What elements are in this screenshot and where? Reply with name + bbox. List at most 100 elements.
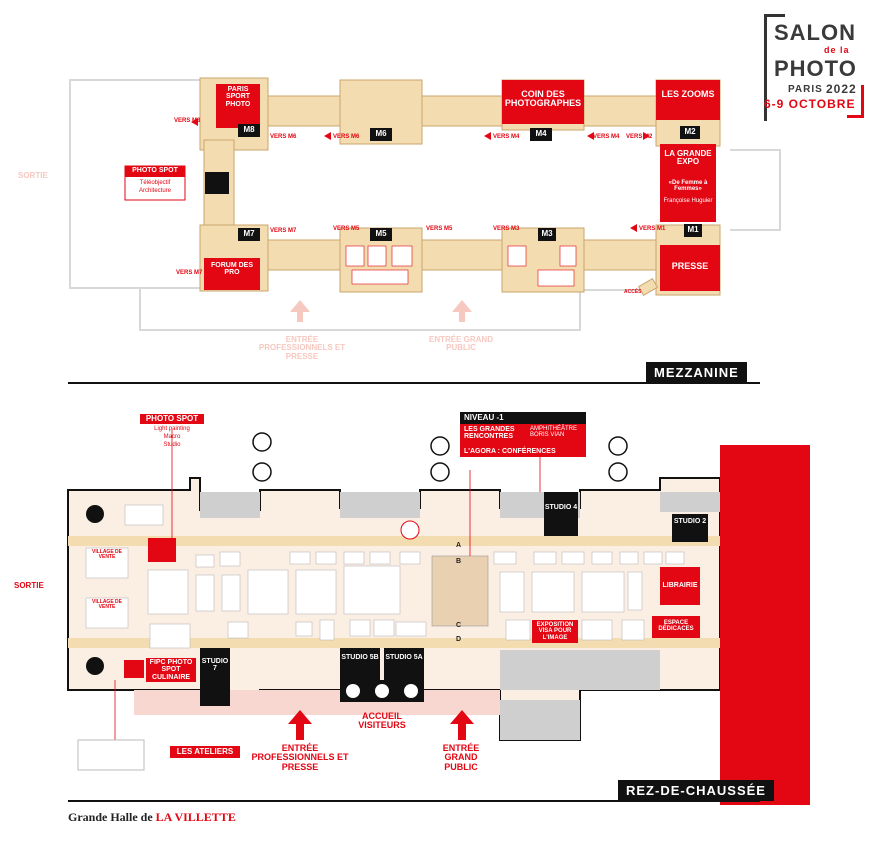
first-aid-icon	[400, 520, 420, 540]
paris-sport-photo: PARIS SPORT PHOTO	[225, 86, 251, 108]
ground-red-wall	[720, 445, 810, 805]
module-m5: M5	[375, 229, 387, 238]
ground-camera-box	[148, 538, 176, 562]
studio-5a: STUDIO 5A	[385, 654, 423, 661]
mezz-outline-left	[69, 79, 200, 289]
mezz-walkways	[199, 77, 721, 296]
logo-dela: de la	[824, 45, 850, 55]
les-zooms: LES ZOOMS	[661, 89, 715, 99]
mezz-camera-box	[205, 172, 229, 194]
mezz-outline-bottom	[139, 288, 650, 331]
exposition-visa: EXPOSITION VISA POUR L'IMAGE	[532, 620, 578, 643]
ground-entree-public: ENTRÉE GRAND PUBLIC	[442, 743, 480, 772]
ground-entrance-arrows	[288, 710, 474, 740]
presse-label: PRESSE	[671, 261, 709, 271]
mezz-sortie: SORTIE	[18, 171, 48, 180]
mezz-vers-m6: VERS M6	[333, 134, 360, 140]
toilet-icon-top	[86, 505, 104, 523]
row-a: A	[456, 542, 462, 549]
librairie: LIBRAIRIE	[662, 582, 698, 589]
mezz-photo-spot-line2: Architecture	[138, 188, 171, 194]
mezz-entrance-arrows	[290, 300, 472, 322]
ground-stands	[85, 504, 685, 649]
salon-logo: SALON de la PHOTO PARIS 2022 6-9 OCTOBRE	[764, 14, 864, 121]
mezz-outline-right	[730, 149, 781, 231]
niveau-title: NIVEAU -1	[460, 412, 586, 425]
agora: L'AGORA : CONFÉRENCES	[460, 446, 586, 458]
row-c: C	[456, 622, 462, 629]
ground-librairie-block	[660, 567, 700, 605]
mezz-photo-spot-title: PHOTO SPOT	[132, 167, 178, 174]
logo-photo: PHOTO	[774, 56, 857, 81]
ground-title: REZ-DE-CHAUSSÉE	[618, 780, 774, 801]
ground-transport-icons	[252, 432, 628, 482]
mezz-vers-m3: VERS M3	[493, 226, 520, 232]
mezz-vers-m4: VERS M4	[493, 134, 520, 140]
grande-expo-title: LA GRANDE EXPO	[664, 149, 712, 167]
footer-prefix: Grande Halle de	[68, 810, 156, 824]
mezz-arrow-marks	[191, 118, 650, 232]
ground-photo-spot-line2: Macro	[163, 434, 181, 440]
row-d: D	[456, 636, 462, 643]
mezz-photo-spot-line1: Téléobjectif	[139, 180, 171, 186]
grande-expo-subtitle: «De Femme à Femmes»	[668, 180, 708, 193]
mezz-vers-m6-b: VERS M6	[270, 134, 297, 140]
ground-photo-spot-title: PHOTO SPOT	[140, 414, 204, 425]
logo-city: PARIS	[788, 84, 823, 95]
mezz-vers-m5: VERS M5	[333, 226, 360, 232]
mezzanine-title: MEZZANINE	[646, 362, 747, 383]
les-ateliers: LES ATELIERS	[170, 746, 240, 759]
logo-salon: SALON	[774, 20, 856, 45]
mezz-vers-m1: VERS M1	[639, 226, 666, 232]
ground-studios	[200, 492, 708, 706]
mezz-entree-pro: ENTRÉE PROFESSIONNELS ET PRESSE	[258, 335, 346, 361]
mezz-red-blocks	[124, 80, 720, 291]
module-m7: M7	[243, 229, 255, 238]
grandes-rencontres: LES GRANDES RENCONTRES	[460, 424, 532, 446]
mezz-vers-m4-b: VERS M4	[593, 134, 620, 140]
mezz-module-tags	[238, 124, 702, 241]
ground-info-icons	[346, 684, 418, 698]
mezz-vers-m8: VERS M8	[174, 118, 201, 124]
row-b: B	[456, 558, 462, 565]
mezz-entree-public: ENTRÉE GRAND PUBLIC	[428, 335, 493, 353]
module-m6: M6	[375, 129, 387, 138]
mezz-vers-m7: VERS M7	[270, 228, 297, 234]
ground-sortie: SORTIE	[14, 581, 44, 590]
studio-4: STUDIO 4	[544, 504, 578, 511]
ground-fipc-camera	[124, 660, 144, 678]
amphitheatre: AMPHITHÉÂTRE BORIS VIAN	[528, 424, 586, 446]
footer-venue: Grande Halle de LA VILLETTE	[68, 810, 236, 825]
ground-photo-spot-line1: Light painting	[154, 426, 190, 432]
fipc-photo-spot: FIPC PHOTO SPOT CULINAIRE	[146, 658, 196, 683]
ground-center-stairs	[431, 555, 489, 627]
accueil-visiteurs: ACCUEIL VISITEURS	[358, 711, 406, 731]
ground-entree-pro: ENTRÉE PROFESSIONNELS ET PRESSE	[251, 743, 349, 772]
module-m1: M1	[687, 225, 699, 234]
ground-dedicaces-block	[652, 616, 700, 640]
mezz-vers-m7-b: VERS M7	[176, 270, 203, 276]
fipc-logo-box	[77, 739, 145, 771]
mezz-acces-stair	[637, 277, 659, 297]
mezz-vers-m5-b: VERS M5	[426, 226, 453, 232]
village-vente-2: VILLAGE DE VENTE	[91, 599, 122, 611]
module-m3: M3	[541, 229, 553, 238]
logo-dates: 6-9 OCTOBRE	[764, 97, 856, 111]
ground-grey-blocks	[200, 492, 720, 740]
logo-year: 2022	[826, 82, 857, 96]
mezz-vers-m2: VERS M2	[626, 134, 653, 140]
mezz-acces: ACCÈS	[624, 289, 642, 295]
coin-des-photographes: COIN DES PHOTOGRAPHES	[504, 89, 582, 109]
ground-photo-spot-line3: Studio	[163, 442, 181, 448]
module-m8: M8	[243, 125, 255, 134]
mezz-stands	[345, 245, 577, 287]
ground-aisles	[68, 536, 720, 648]
ground-entrance-band	[134, 690, 500, 715]
forum-des-pro: FORUM DES PRO	[211, 262, 253, 277]
module-m4: M4	[535, 129, 547, 138]
studio-5b: STUDIO 5B	[341, 654, 379, 661]
footer-highlight: LA VILLETTE	[155, 810, 236, 824]
studio-7: STUDIO 7	[201, 658, 229, 673]
module-m2: M2	[684, 127, 696, 136]
